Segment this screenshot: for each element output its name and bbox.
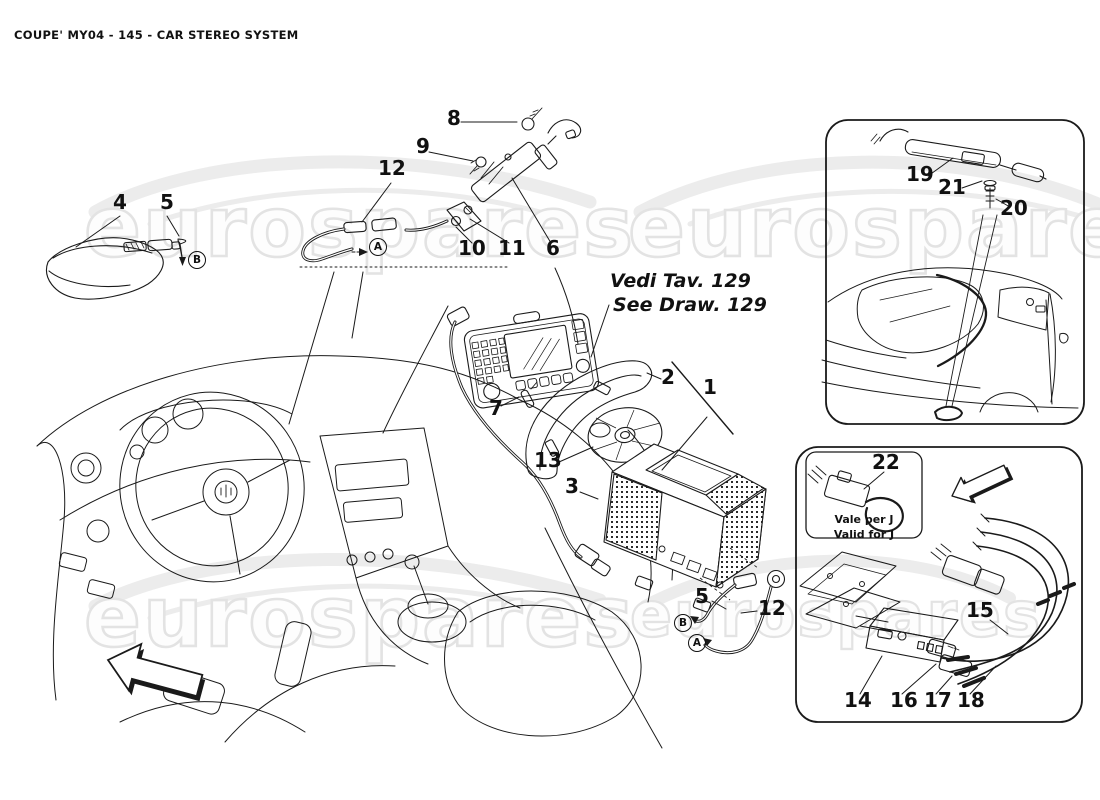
callout-22: 22 <box>872 450 900 474</box>
valid-for-j-note-en: Valid for J <box>833 528 895 541</box>
callout-20: 20 <box>1000 196 1028 220</box>
callout-6: 6 <box>546 236 560 260</box>
direction-arrow-icon <box>106 642 206 702</box>
direction-arrow-inset-icon <box>951 464 1014 504</box>
radio-chassis-art <box>603 443 767 613</box>
marker-letter-b2: B <box>674 614 692 632</box>
see-drawing-note-en: See Draw. 129 <box>613 294 767 316</box>
callout-4: 4 <box>113 190 127 214</box>
see-drawing-note-it: Vedi Tav. 129 <box>610 270 751 292</box>
leader-lines <box>75 121 1011 695</box>
callout-5b: 5 <box>695 584 709 608</box>
head-unit-art <box>446 306 611 577</box>
callout-7: 7 <box>489 396 503 420</box>
marker-letter-a: A <box>369 238 387 256</box>
watermark-bottom-left: eurospares <box>83 567 636 668</box>
callout-12: 12 <box>378 156 406 180</box>
callout-14: 14 <box>844 688 872 712</box>
j-connector-inset <box>805 451 923 539</box>
callout-12b: 12 <box>758 596 786 620</box>
callout-11: 11 <box>498 236 526 260</box>
callout-5: 5 <box>160 190 174 214</box>
callout-18: 18 <box>957 688 985 712</box>
callout-8: 8 <box>447 106 461 130</box>
callout-1: 1 <box>703 375 717 399</box>
callout-15: 15 <box>966 598 994 622</box>
amplifier-kit-inset <box>795 446 1083 723</box>
antenna-pad-assembly <box>46 237 187 300</box>
callout-13: 13 <box>534 448 562 472</box>
callout-17: 17 <box>924 688 952 712</box>
rear-antenna-cables <box>690 569 786 655</box>
valid-for-j-note-it: Vale per J <box>834 513 894 526</box>
callout-10: 10 <box>458 236 486 260</box>
page-title: COUPE' MY04 - 145 - CAR STEREO SYSTEM <box>14 28 299 42</box>
callout-3: 3 <box>565 474 579 498</box>
antenna-cable-3 <box>446 306 611 577</box>
antenna-amplifier-assembly <box>301 107 582 263</box>
callout-16: 16 <box>890 688 918 712</box>
callout-21: 21 <box>938 175 966 199</box>
marker-letter-b: B <box>188 251 206 269</box>
callout-2: 2 <box>661 365 675 389</box>
callout-9: 9 <box>416 134 430 158</box>
watermark-top-right: eurospares <box>627 177 1100 278</box>
callout-19: 19 <box>906 162 934 186</box>
marker-letter-a2: A <box>688 634 706 652</box>
rear-window-inset <box>821 119 1085 425</box>
cd-disc-art <box>587 407 663 463</box>
mounting-frame-art <box>525 360 653 480</box>
watermark-top-left: eurospares <box>83 177 636 278</box>
